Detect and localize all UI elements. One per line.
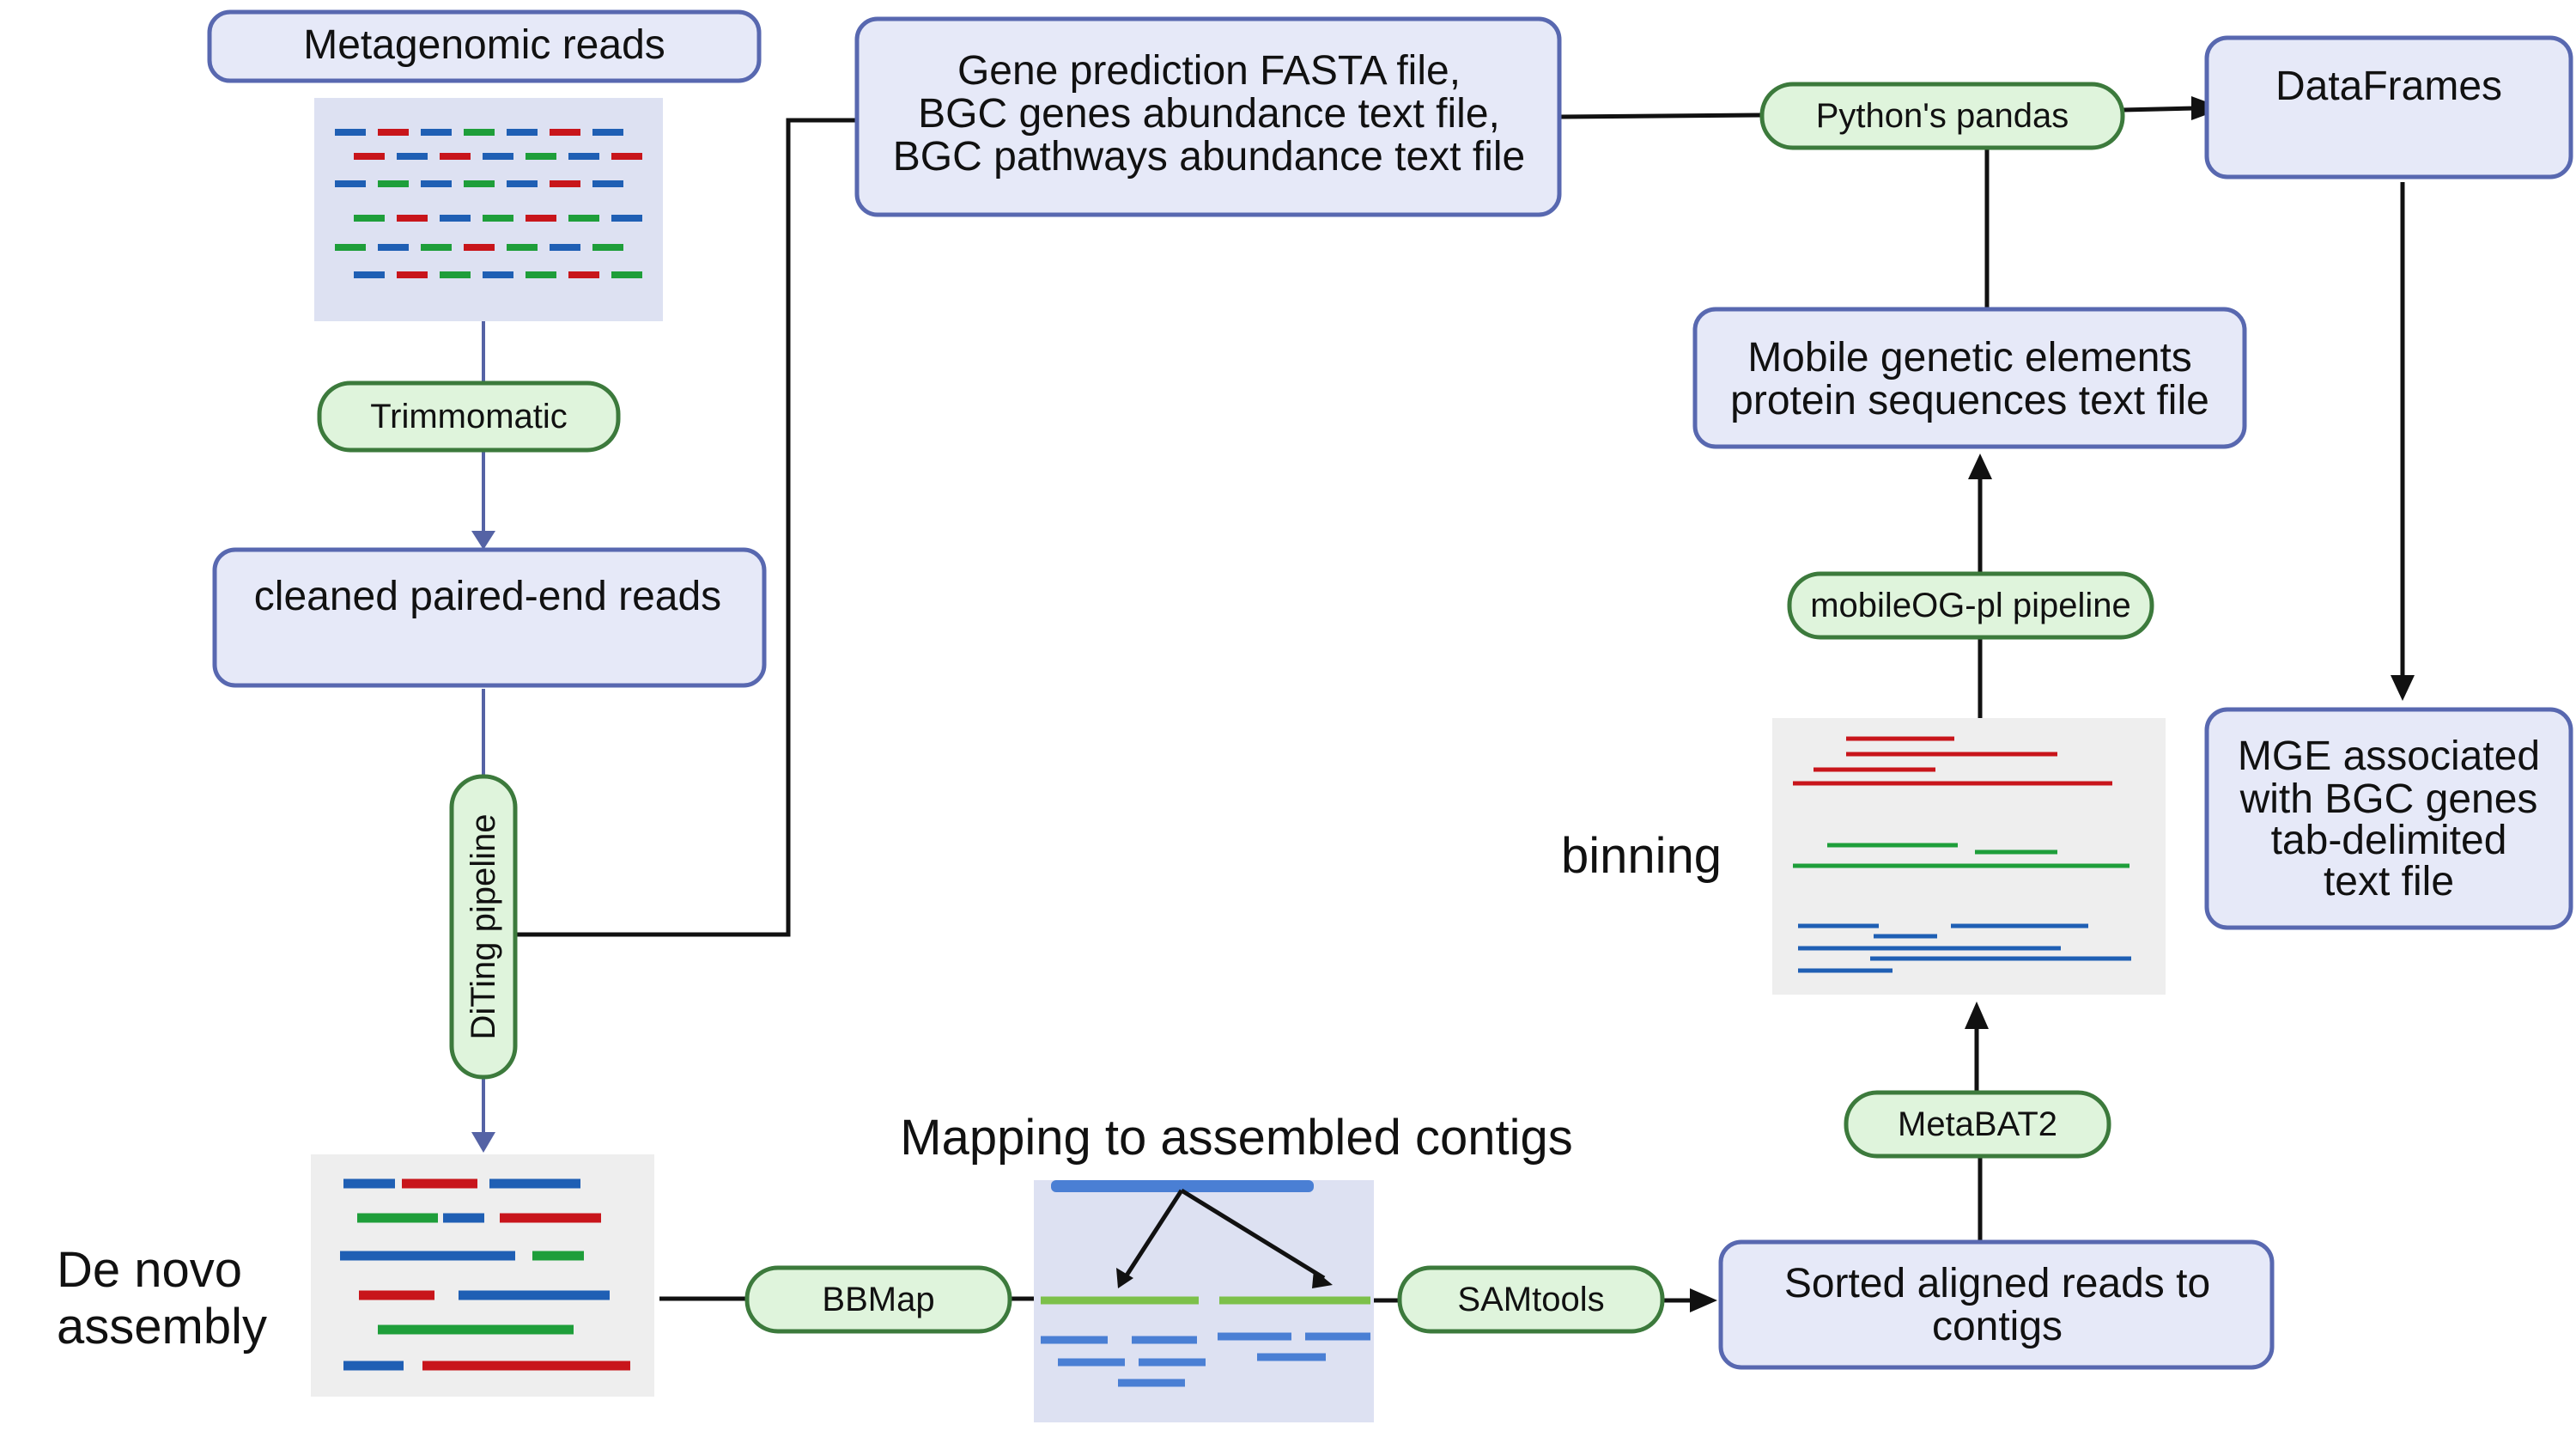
sorted-reads-line-1: Sorted aligned reads to bbox=[1784, 1261, 2210, 1306]
metabat-label: MetaBAT2 bbox=[1898, 1105, 2057, 1143]
de-novo-label-line-1: De novo bbox=[57, 1242, 242, 1298]
tool-pythons-pandas: Python's pandas bbox=[1759, 82, 2125, 150]
binning-illustration bbox=[1772, 718, 2166, 995]
binning-label: binning bbox=[1561, 828, 1722, 884]
binning-bins bbox=[1793, 736, 2131, 973]
tool-samtools: SAMtools bbox=[1397, 1265, 1665, 1334]
mobileog-label: mobileOG-pl pipeline bbox=[1810, 587, 2131, 624]
reads-dashes bbox=[335, 129, 642, 278]
mge-associated-line-2: with BGC genes bbox=[2239, 776, 2538, 822]
mge-associated-line-4: text file bbox=[2324, 859, 2454, 904]
box-cleaned-reads: cleaned paired-end reads bbox=[212, 547, 767, 688]
arrowhead-to-mobile bbox=[1968, 454, 1992, 479]
gene-prediction-line-3: BGC pathways abundance text file bbox=[893, 134, 1525, 180]
mapping-reads bbox=[1041, 1296, 1370, 1387]
box-gene-prediction: Gene prediction FASTA file, BGC genes ab… bbox=[854, 16, 1562, 217]
assembly-illustration bbox=[311, 1154, 654, 1397]
pandas-label: Python's pandas bbox=[1816, 97, 2069, 135]
arrowhead-to-cleaned bbox=[471, 531, 495, 550]
connectors bbox=[471, 96, 2415, 1312]
tool-metabat2: MetaBAT2 bbox=[1844, 1090, 2111, 1159]
mapping-illustration bbox=[1034, 1180, 1374, 1422]
mapping-label: Mapping to assembled contigs bbox=[900, 1110, 1572, 1166]
mapping-arrows bbox=[1122, 1188, 1326, 1281]
tool-mobileog-pipeline: mobileOG-pl pipeline bbox=[1787, 571, 2154, 640]
box-sorted-aligned-reads: Sorted aligned reads to contigs bbox=[1718, 1239, 2275, 1370]
box-dataframes: DataFrames bbox=[2204, 35, 2573, 180]
cleaned-reads-label: cleaned paired-end reads bbox=[254, 574, 721, 619]
box-mobile-genetic-elements: Mobile genetic elements protein sequence… bbox=[1692, 307, 2247, 449]
arrowhead-to-denovo bbox=[471, 1132, 495, 1153]
box-mge-associated: MGE associated with BGC genes tab-delimi… bbox=[2204, 707, 2573, 930]
samtools-label: SAMtools bbox=[1457, 1281, 1604, 1318]
box-metagenomic-reads: Metagenomic reads bbox=[207, 9, 762, 83]
tool-diting-pipeline: DiTing pipeline bbox=[449, 774, 518, 1080]
tool-trimmomatic: Trimmomatic bbox=[317, 381, 621, 453]
diting-label: DiTing pipeline bbox=[465, 813, 502, 1039]
arrowhead-to-mge bbox=[2391, 675, 2415, 701]
metagenomic-reads-label: Metagenomic reads bbox=[303, 22, 665, 68]
mge-associated-line-1: MGE associated bbox=[2238, 734, 2540, 779]
assembly-contigs bbox=[340, 1178, 630, 1371]
mobile-elements-line-2: protein sequences text file bbox=[1730, 378, 2209, 423]
arrowhead-to-sorted bbox=[1690, 1288, 1717, 1312]
tool-bbmap: BBMap bbox=[744, 1265, 1012, 1334]
arrow-pandas-dataframes bbox=[2122, 106, 2196, 113]
mge-associated-line-3: tab-delimited bbox=[2271, 818, 2507, 863]
connector-gene-pandas bbox=[1560, 113, 1763, 119]
arrowhead-to-binning bbox=[1965, 1002, 1989, 1029]
connector-diting-geneprediction bbox=[515, 118, 857, 937]
sorted-reads-line-2: contigs bbox=[1932, 1304, 2063, 1349]
reads-illustration bbox=[314, 98, 663, 321]
bbmap-label: BBMap bbox=[822, 1281, 934, 1318]
mobile-elements-line-1: Mobile genetic elements bbox=[1747, 335, 2192, 381]
gene-prediction-line-2: BGC genes abundance text file, bbox=[918, 91, 1500, 137]
trimmomatic-label: Trimmomatic bbox=[370, 398, 568, 435]
gene-prediction-line-1: Gene prediction FASTA file, bbox=[957, 48, 1461, 94]
dataframes-label: DataFrames bbox=[2275, 64, 2502, 109]
de-novo-label-line-2: assembly bbox=[57, 1299, 267, 1355]
